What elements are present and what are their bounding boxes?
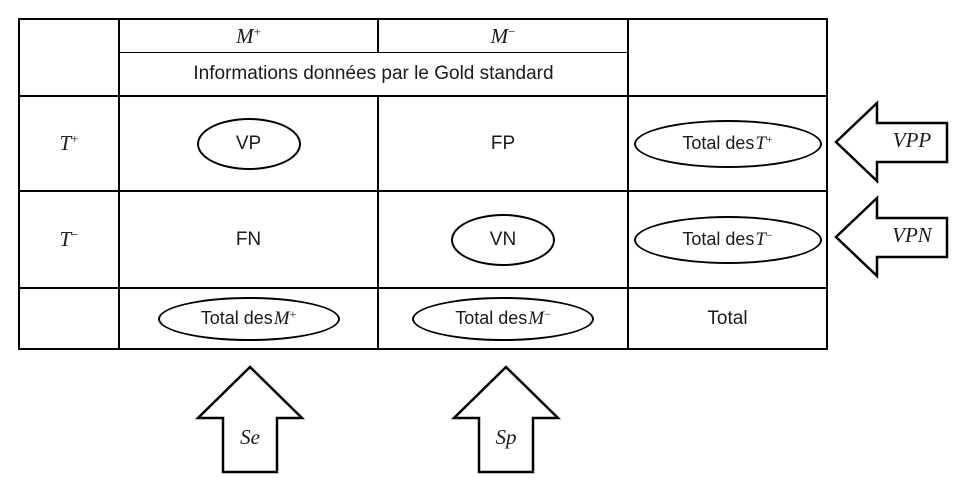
vp-label: VP	[235, 132, 262, 154]
vpp-label: VPP	[892, 128, 932, 152]
grand-total-label: Total	[707, 307, 748, 329]
total-m-minus-label: Total des M−	[455, 308, 551, 329]
contingency-table: M+ M− Informations données par le Gold s…	[18, 18, 828, 350]
se-label: Se	[240, 425, 260, 449]
total-m-plus-label: Total des M+	[200, 308, 297, 329]
bottom-left-blank-cell	[20, 289, 120, 348]
grand-total-cell: Total	[629, 289, 826, 348]
sp-arrow-icon	[450, 365, 562, 474]
sp-label: Sp	[495, 425, 517, 449]
m-minus-label: M−	[490, 23, 516, 48]
vp-cell: VP	[120, 97, 379, 192]
total-t-plus-label: Total des T+	[682, 133, 773, 154]
t-minus-label: T−	[59, 227, 79, 251]
total-t-plus-ellipse: Total des T+	[633, 119, 822, 168]
top-right-blank-cell	[629, 20, 826, 97]
vpp-arrow-icon	[834, 100, 949, 184]
col-header-m-plus: M+	[120, 20, 379, 53]
se-arrow-icon	[194, 365, 306, 474]
total-t-minus-cell: Total des T−	[629, 192, 826, 289]
total-m-minus-ellipse: Total des M−	[412, 296, 594, 341]
m-plus-label: M+	[236, 23, 261, 48]
total-t-minus-ellipse: Total des T−	[633, 215, 822, 264]
fp-cell: FP	[379, 97, 629, 192]
vpn-arrow-icon	[834, 195, 949, 279]
vn-cell: VN	[379, 192, 629, 289]
corner-blank-cell	[20, 20, 120, 97]
row-header-t-plus: T+	[20, 97, 120, 192]
total-m-plus-ellipse: Total des M+	[157, 296, 340, 341]
fn-label: FN	[235, 228, 262, 250]
total-m-minus-cell: Total des M−	[379, 289, 629, 348]
col-header-m-minus: M−	[379, 20, 629, 53]
fp-label: FP	[490, 132, 516, 154]
vn-label: VN	[489, 228, 517, 250]
row-header-t-minus: T−	[20, 192, 120, 289]
vpn-label: VPN	[892, 223, 932, 247]
total-m-plus-cell: Total des M+	[120, 289, 379, 348]
t-plus-label: T+	[59, 131, 79, 155]
total-t-minus-label: Total des T−	[682, 229, 773, 250]
gold-standard-caption-cell: Informations données par le Gold standar…	[120, 53, 629, 97]
fn-cell: FN	[120, 192, 379, 289]
gold-standard-caption: Informations données par le Gold standar…	[193, 63, 554, 84]
total-t-plus-cell: Total des T+	[629, 97, 826, 192]
vn-ellipse: VN	[451, 213, 555, 266]
vp-ellipse: VP	[196, 117, 301, 170]
